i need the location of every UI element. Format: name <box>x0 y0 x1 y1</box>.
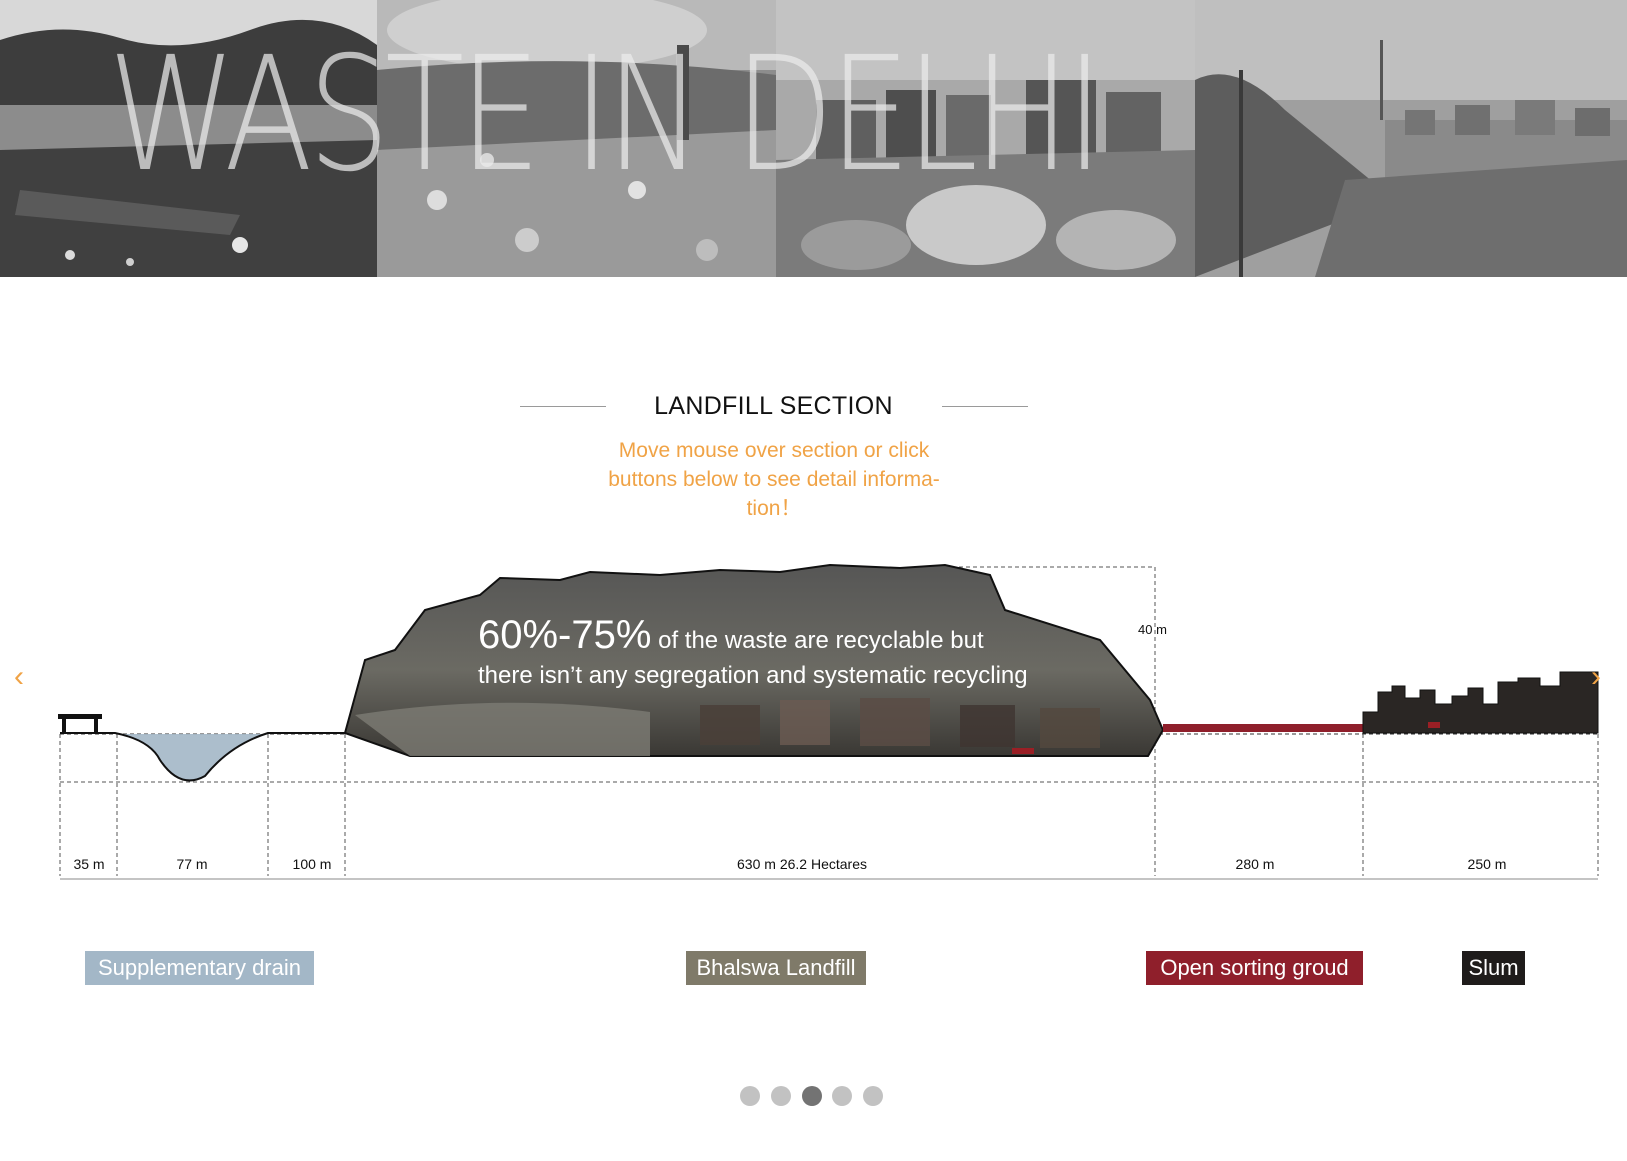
hint-line-3: tion！ <box>746 497 802 520</box>
dimension-label-landfill: 630 m 26.2 Hectares <box>737 856 867 872</box>
slum-detail <box>1428 722 1440 728</box>
recyclable-headline: 60%-75% of the waste are recyclable but <box>478 613 984 657</box>
dimension-label-buffer: 100 m <box>293 856 332 872</box>
slum-silhouette[interactable] <box>1362 671 1599 734</box>
dimension-label-drain-bank: 35 m <box>73 856 104 872</box>
landfill-mound[interactable] <box>343 563 1165 757</box>
title-divider-left <box>520 406 606 407</box>
pagination-dot[interactable] <box>771 1086 791 1106</box>
hero-banner: WASTE IN DELHI <box>0 0 1627 277</box>
supplementary-drain-button[interactable]: Supplementary drain <box>85 951 314 985</box>
pagination-dot[interactable] <box>740 1086 760 1106</box>
pagination-dot[interactable] <box>832 1086 852 1106</box>
sorting-ground-strip[interactable] <box>1163 724 1363 732</box>
hint-line-2: buttons below to see detail informa- <box>608 468 940 491</box>
hero-photo-burning-dump <box>377 0 776 277</box>
pagination-dot[interactable] <box>863 1086 883 1106</box>
chevron-right-icon[interactable]: › <box>1591 660 1601 693</box>
recyclable-text: of the waste are recyclable but <box>651 627 984 654</box>
dimension-label-sorting: 280 m <box>1236 856 1275 872</box>
height-label: 40 m <box>1138 622 1167 637</box>
dimension-label-slum: 250 m <box>1468 856 1507 872</box>
dimension-label-drain: 77 m <box>176 856 207 872</box>
hint-line-1: Move mouse over section or click <box>618 439 930 462</box>
recycling-headline-line2: there isn’t any segregation and systemat… <box>478 662 1028 689</box>
chevron-left-icon[interactable]: ‹ <box>14 660 24 693</box>
drain-zone[interactable] <box>60 732 345 782</box>
hero-photo-landfill-slope <box>1195 0 1627 277</box>
pagination-dot[interactable] <box>802 1086 822 1106</box>
section-hint: Move mouse over section or click buttons… <box>584 436 964 523</box>
bench-icon <box>58 714 102 733</box>
hero-photo-riverbank <box>0 0 377 277</box>
hero-photo-waste-and-houses <box>776 0 1195 277</box>
open-sorting-ground-button[interactable]: Open sorting groud <box>1146 951 1363 985</box>
section-title: LANDFILL SECTION <box>654 392 893 420</box>
slum-button[interactable]: Slum <box>1462 951 1525 985</box>
landfill-section-diagram[interactable]: 60%-75% of the waste are recyclable but … <box>0 540 1627 880</box>
hero-title: WASTE IN DELHI <box>108 23 1104 207</box>
bhalswa-landfill-button[interactable]: Bhalswa Landfill <box>686 951 866 985</box>
recyclable-percent: 60%-75% <box>478 613 651 657</box>
title-divider-right <box>942 406 1028 407</box>
